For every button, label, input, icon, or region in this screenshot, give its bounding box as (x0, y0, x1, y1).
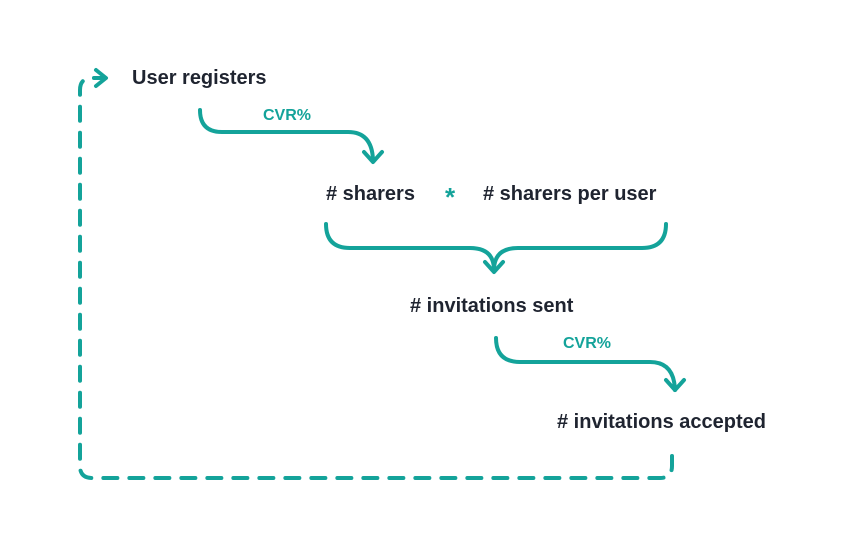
edge-label-cvr-2: CVR% (563, 335, 612, 352)
node-invitations-sent: # invitations sent (410, 295, 574, 317)
loop-back-dashed-arrow (78, 76, 674, 480)
node-user-registers: User registers (132, 67, 267, 89)
multiply-operator: * (445, 182, 456, 212)
merge-brace (324, 222, 668, 272)
node-invitations-accepted: # invitations accepted (557, 411, 766, 433)
edge-label-cvr-1: CVR% (263, 107, 312, 124)
cvr-connector-2-arrowhead (664, 378, 686, 392)
node-sharers: # sharers (326, 183, 415, 205)
cvr-connector-1 (198, 108, 375, 162)
merge-brace-arrowhead (483, 260, 505, 274)
cvr-connector-2 (494, 336, 677, 392)
cvr-connector-1-arrowhead (362, 150, 384, 164)
node-sharers-per-user: # sharers per user (483, 183, 657, 205)
loop-back-arrowhead (94, 68, 108, 88)
